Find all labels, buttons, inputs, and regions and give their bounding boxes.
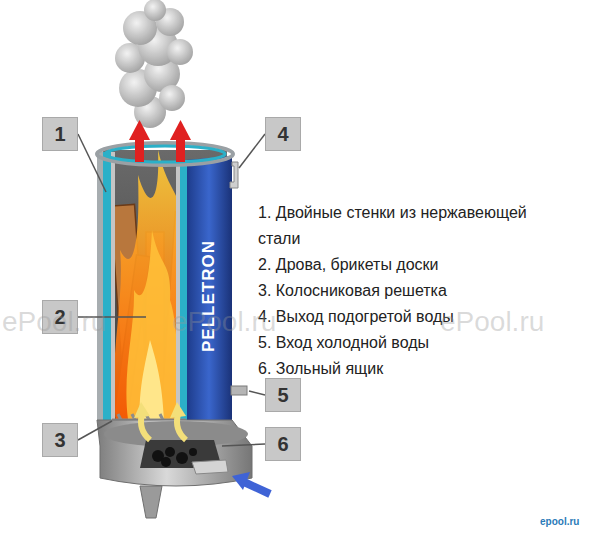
water-jacket (103, 152, 111, 420)
base (97, 420, 252, 486)
leader-lines (78, 134, 265, 446)
callout-box: 4 (265, 117, 301, 151)
exhaust-arrows (129, 120, 191, 162)
top-rim-inner (105, 146, 225, 162)
watermark: ePool.ru (172, 306, 276, 338)
inlet-arrow (244, 482, 270, 494)
watermark: ePool.ru (440, 306, 544, 338)
inner-wall-cut (176, 160, 180, 420)
water-jacket-cut (180, 160, 187, 420)
callout-number: 6 (277, 434, 288, 454)
outer-wall (97, 152, 103, 420)
callout-number: 3 (54, 430, 65, 450)
watermark: ePool.ru (2, 306, 106, 338)
callout-number: 5 (277, 385, 288, 405)
inlet-arrowhead (232, 472, 250, 490)
air-arrows (141, 414, 186, 440)
site-logo: epool.ru (540, 516, 579, 528)
coals (152, 447, 197, 467)
callout-box: 6 (265, 427, 301, 461)
callout-box: 1 (42, 117, 78, 151)
fire (114, 150, 192, 420)
inlet-pipe (231, 386, 247, 395)
inner-wall (111, 152, 115, 420)
callout-number: 1 (54, 124, 65, 144)
part-description: 2. Дрова, брикеты доски (258, 252, 558, 278)
callout-box: 5 (265, 378, 301, 412)
ash-drawer (192, 460, 228, 474)
part-description: 3. Колосниковая решетка (258, 278, 558, 304)
top-rim (97, 143, 233, 165)
stove-leg (140, 486, 162, 518)
part-description: 6. Зольный ящик (258, 356, 558, 382)
callout-number: 4 (277, 124, 288, 144)
stove-shell (186, 156, 232, 420)
smoke (115, 0, 193, 128)
air-arrowheads (134, 402, 186, 418)
callout-box: 3 (42, 423, 78, 457)
part-description: 1. Двойные стенки из нержавеющей стали (258, 200, 558, 252)
outlet-pipe (230, 162, 238, 188)
